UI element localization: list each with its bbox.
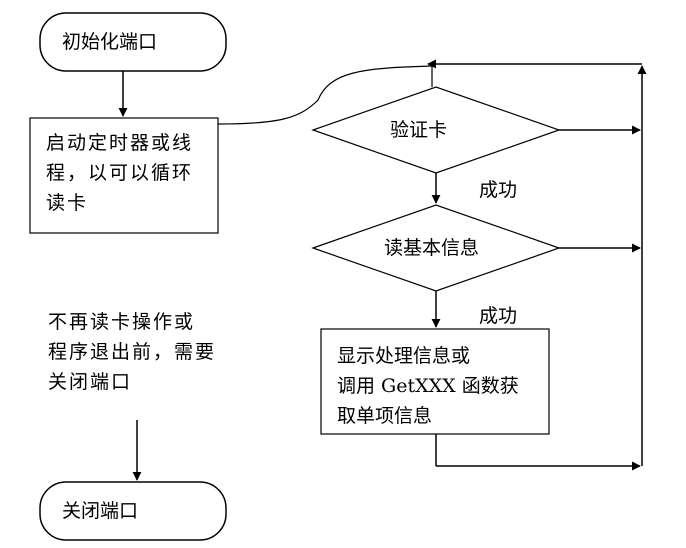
close-port-text: 关闭端口 — [62, 500, 139, 522]
init-port-node — [39, 12, 227, 72]
success-label-2: 成功 — [479, 305, 518, 327]
verify-card-text: 验证卡 — [390, 119, 448, 141]
display-info-node — [320, 328, 550, 435]
curve-timer-to-loop — [217, 65, 433, 125]
success-label-1: 成功 — [479, 179, 518, 201]
start-timer-node — [29, 117, 219, 234]
read-basic-text: 读基本信息 — [384, 237, 480, 259]
display-info-text: 显示处理信息或 调用 GetXXX 函数获 取单项信息 — [337, 345, 519, 427]
start-timer-text: 启动定时器或线 程，以可以循环 读卡 — [46, 132, 194, 214]
init-port-text: 初始化端口 — [62, 31, 158, 53]
close-port-node — [39, 481, 227, 541]
note-before-close-text: 不再读卡操作或 程序退出前，需要 关闭端口 — [48, 311, 217, 393]
